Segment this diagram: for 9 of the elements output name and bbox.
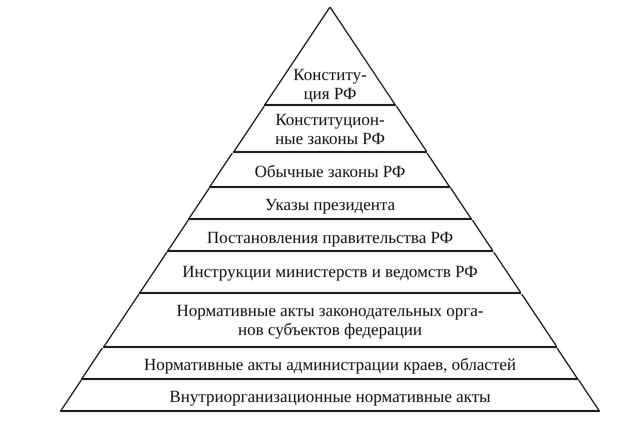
tier-label: Конститу- ция РФ — [292, 65, 368, 103]
tier-label: Внутриорганизационные нормативные акты — [168, 386, 492, 406]
tier-label: Нормативные акты администрации краев, областей — [142, 354, 517, 374]
tier-label: Нормативные акты законодательных орга- нов субъектов федерации — [176, 301, 484, 339]
tier-label: Обычные законы РФ — [254, 162, 406, 180]
tier-label: Конституцион- ные законы РФ — [274, 110, 386, 148]
tier-label: Инструкции министерств и ведомств РФ — [181, 262, 478, 280]
tier-label: Указы президента — [264, 194, 396, 214]
tier-label: Постановления правительства РФ — [206, 228, 454, 246]
